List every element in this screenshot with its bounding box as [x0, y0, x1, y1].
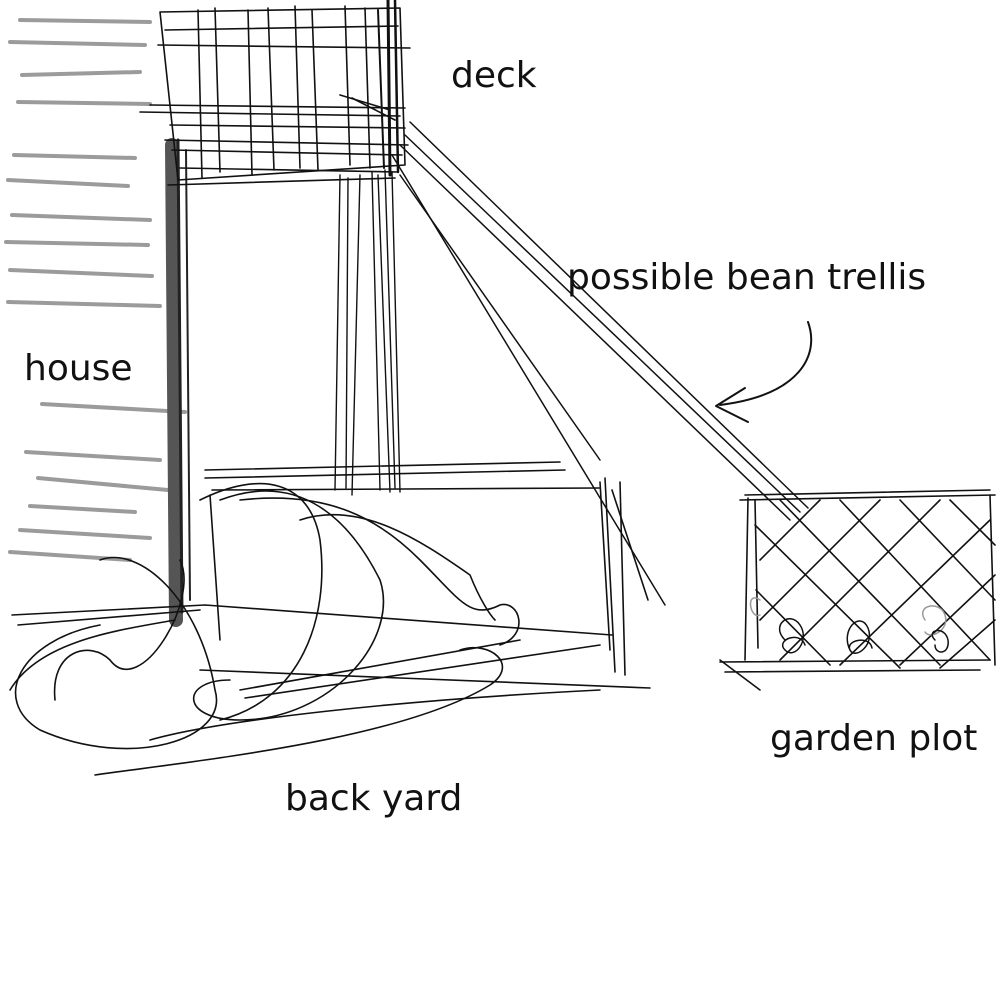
garden-plants [749, 597, 949, 654]
deck [139, 0, 411, 186]
label-garden-plot: garden plot [770, 718, 978, 759]
label-deck: deck [451, 55, 537, 96]
back-yard [9, 461, 651, 776]
label-bean-trellis: possible bean trellis [567, 257, 927, 298]
label-house: house [24, 348, 133, 389]
trellis-lines [391, 121, 809, 606]
trellis-arrow-icon [715, 321, 813, 423]
label-back-yard: back yard [285, 778, 463, 819]
house-wall [165, 138, 191, 627]
garden-plot [719, 489, 996, 691]
deck-post [334, 169, 401, 496]
house-siding [4, 18, 187, 562]
